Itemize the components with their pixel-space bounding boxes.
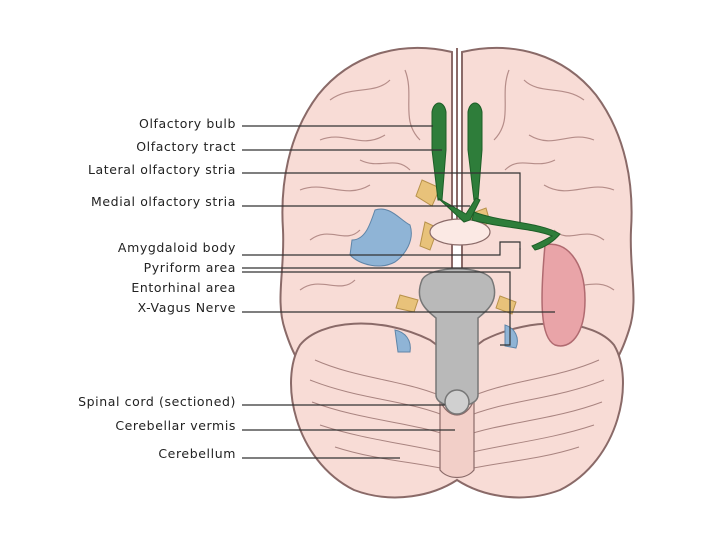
gyri <box>299 69 615 291</box>
leader-lateral-stria <box>242 172 521 222</box>
label-cerebellum: Cerebellum <box>158 446 236 461</box>
leader-amygdaloid <box>242 241 521 256</box>
label-cerebellar-vermis: Cerebellar vermis <box>115 418 236 433</box>
label-medial-olfactory-stria: Medial olfactory stria <box>91 194 236 209</box>
olfactory-system <box>431 102 561 251</box>
lateral-stria <box>471 211 561 251</box>
temporal-highlight <box>541 243 586 347</box>
medial-stria <box>437 197 481 223</box>
label-lateral-olfactory-stria: Lateral olfactory stria <box>87 162 236 177</box>
optic-chiasm <box>429 218 491 246</box>
leader-lines <box>242 125 555 459</box>
brainstem <box>418 268 496 415</box>
vessels <box>349 208 518 353</box>
spinal-cord-section <box>444 389 470 415</box>
label-vagus-nerve: X-Vagus Nerve <box>137 300 236 315</box>
label-entorhinal-area: Entorhinal area <box>131 280 236 295</box>
label-olfactory-tract: Olfactory tract <box>136 139 236 154</box>
leader-pyriform <box>242 248 521 269</box>
label-amygdaloid-body: Amygdaloid body <box>117 240 236 255</box>
leader-entorhinal <box>242 271 511 346</box>
label-pyriform-area: Pyriform area <box>143 260 236 275</box>
vermis-shape <box>439 399 475 479</box>
label-olfactory-bulb: Olfactory bulb <box>139 116 236 131</box>
label-spinal-cord: Spinal cord (sectioned) <box>78 394 236 409</box>
